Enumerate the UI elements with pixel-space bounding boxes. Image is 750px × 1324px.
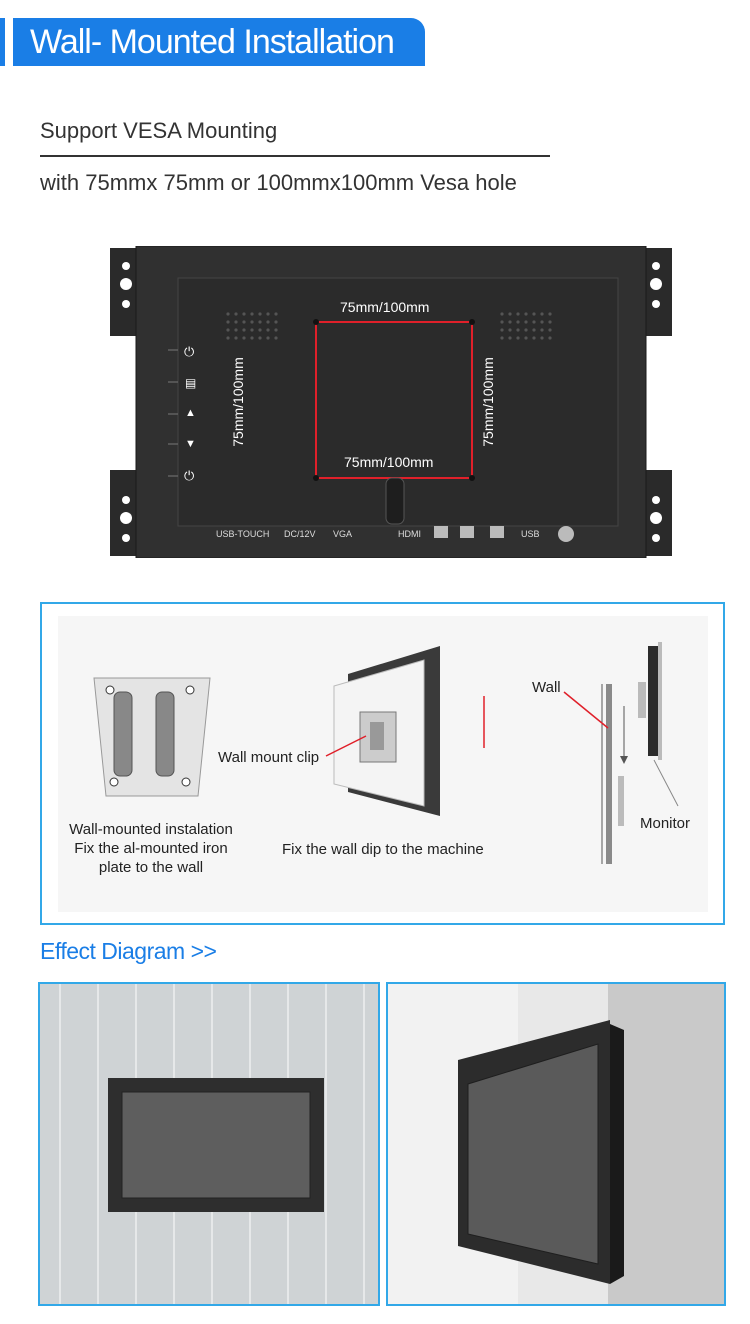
vesa-hole-description: with 75mmx 75mm or 100mmx100mm Vesa hole — [40, 170, 517, 195]
installation-panel: Wall-mounted instalation Fix the al-moun… — [58, 616, 708, 912]
vesa-support-heading: Support VESA Mounting — [40, 118, 278, 143]
power-icon[interactable]: ⏻ — [184, 468, 195, 483]
port-label: USB-TOUCH — [216, 529, 270, 539]
wall-label: Wall — [532, 679, 561, 696]
vesa-left-label: 75mm/100mm — [230, 357, 246, 447]
installation-illustration — [93, 642, 679, 864]
vesa-bottom-label: 75mm/100mm — [344, 454, 434, 470]
monitor-back-view: ⏻ ▤ ▲ ▼ ⏻ 75mm/100mm 75mm/100mm 75mm/100… — [110, 246, 672, 558]
installation-diagram: Wall-mounted instalation Fix the al-moun… — [40, 602, 725, 925]
port-label: USB — [521, 529, 540, 539]
power-input-icon[interactable]: ⏻ — [184, 344, 195, 359]
monitor-back-illustration — [110, 246, 672, 558]
up-arrow-icon[interactable]: ▲ — [185, 407, 196, 419]
heading-divider — [40, 155, 550, 157]
effect-diagram-title: Effect Diagram >> — [40, 938, 217, 964]
header-accent-bar — [0, 18, 5, 66]
page-title: Wall- Mounted Installation — [30, 23, 395, 61]
machine-caption: Fix the wall dip to the machine — [282, 841, 484, 858]
header-banner — [13, 18, 425, 66]
plate-caption: Wall-mounted instalation Fix the al-moun… — [69, 821, 233, 876]
effect-photo-front — [38, 982, 380, 1306]
effect-photo-angled — [386, 982, 726, 1306]
port-label: VGA — [333, 529, 353, 539]
monitor-label: Monitor — [640, 815, 691, 832]
wall-mount-clip-label: Wall mount clip — [218, 749, 320, 766]
port-label: HDMI — [398, 529, 421, 539]
vesa-top-label: 75mm/100mm — [340, 299, 430, 315]
down-arrow-icon[interactable]: ▼ — [185, 438, 196, 450]
port-label: DC/12V — [284, 529, 316, 539]
menu-icon[interactable]: ▤ — [185, 376, 197, 390]
vesa-right-label: 75mm/100mm — [480, 357, 496, 447]
